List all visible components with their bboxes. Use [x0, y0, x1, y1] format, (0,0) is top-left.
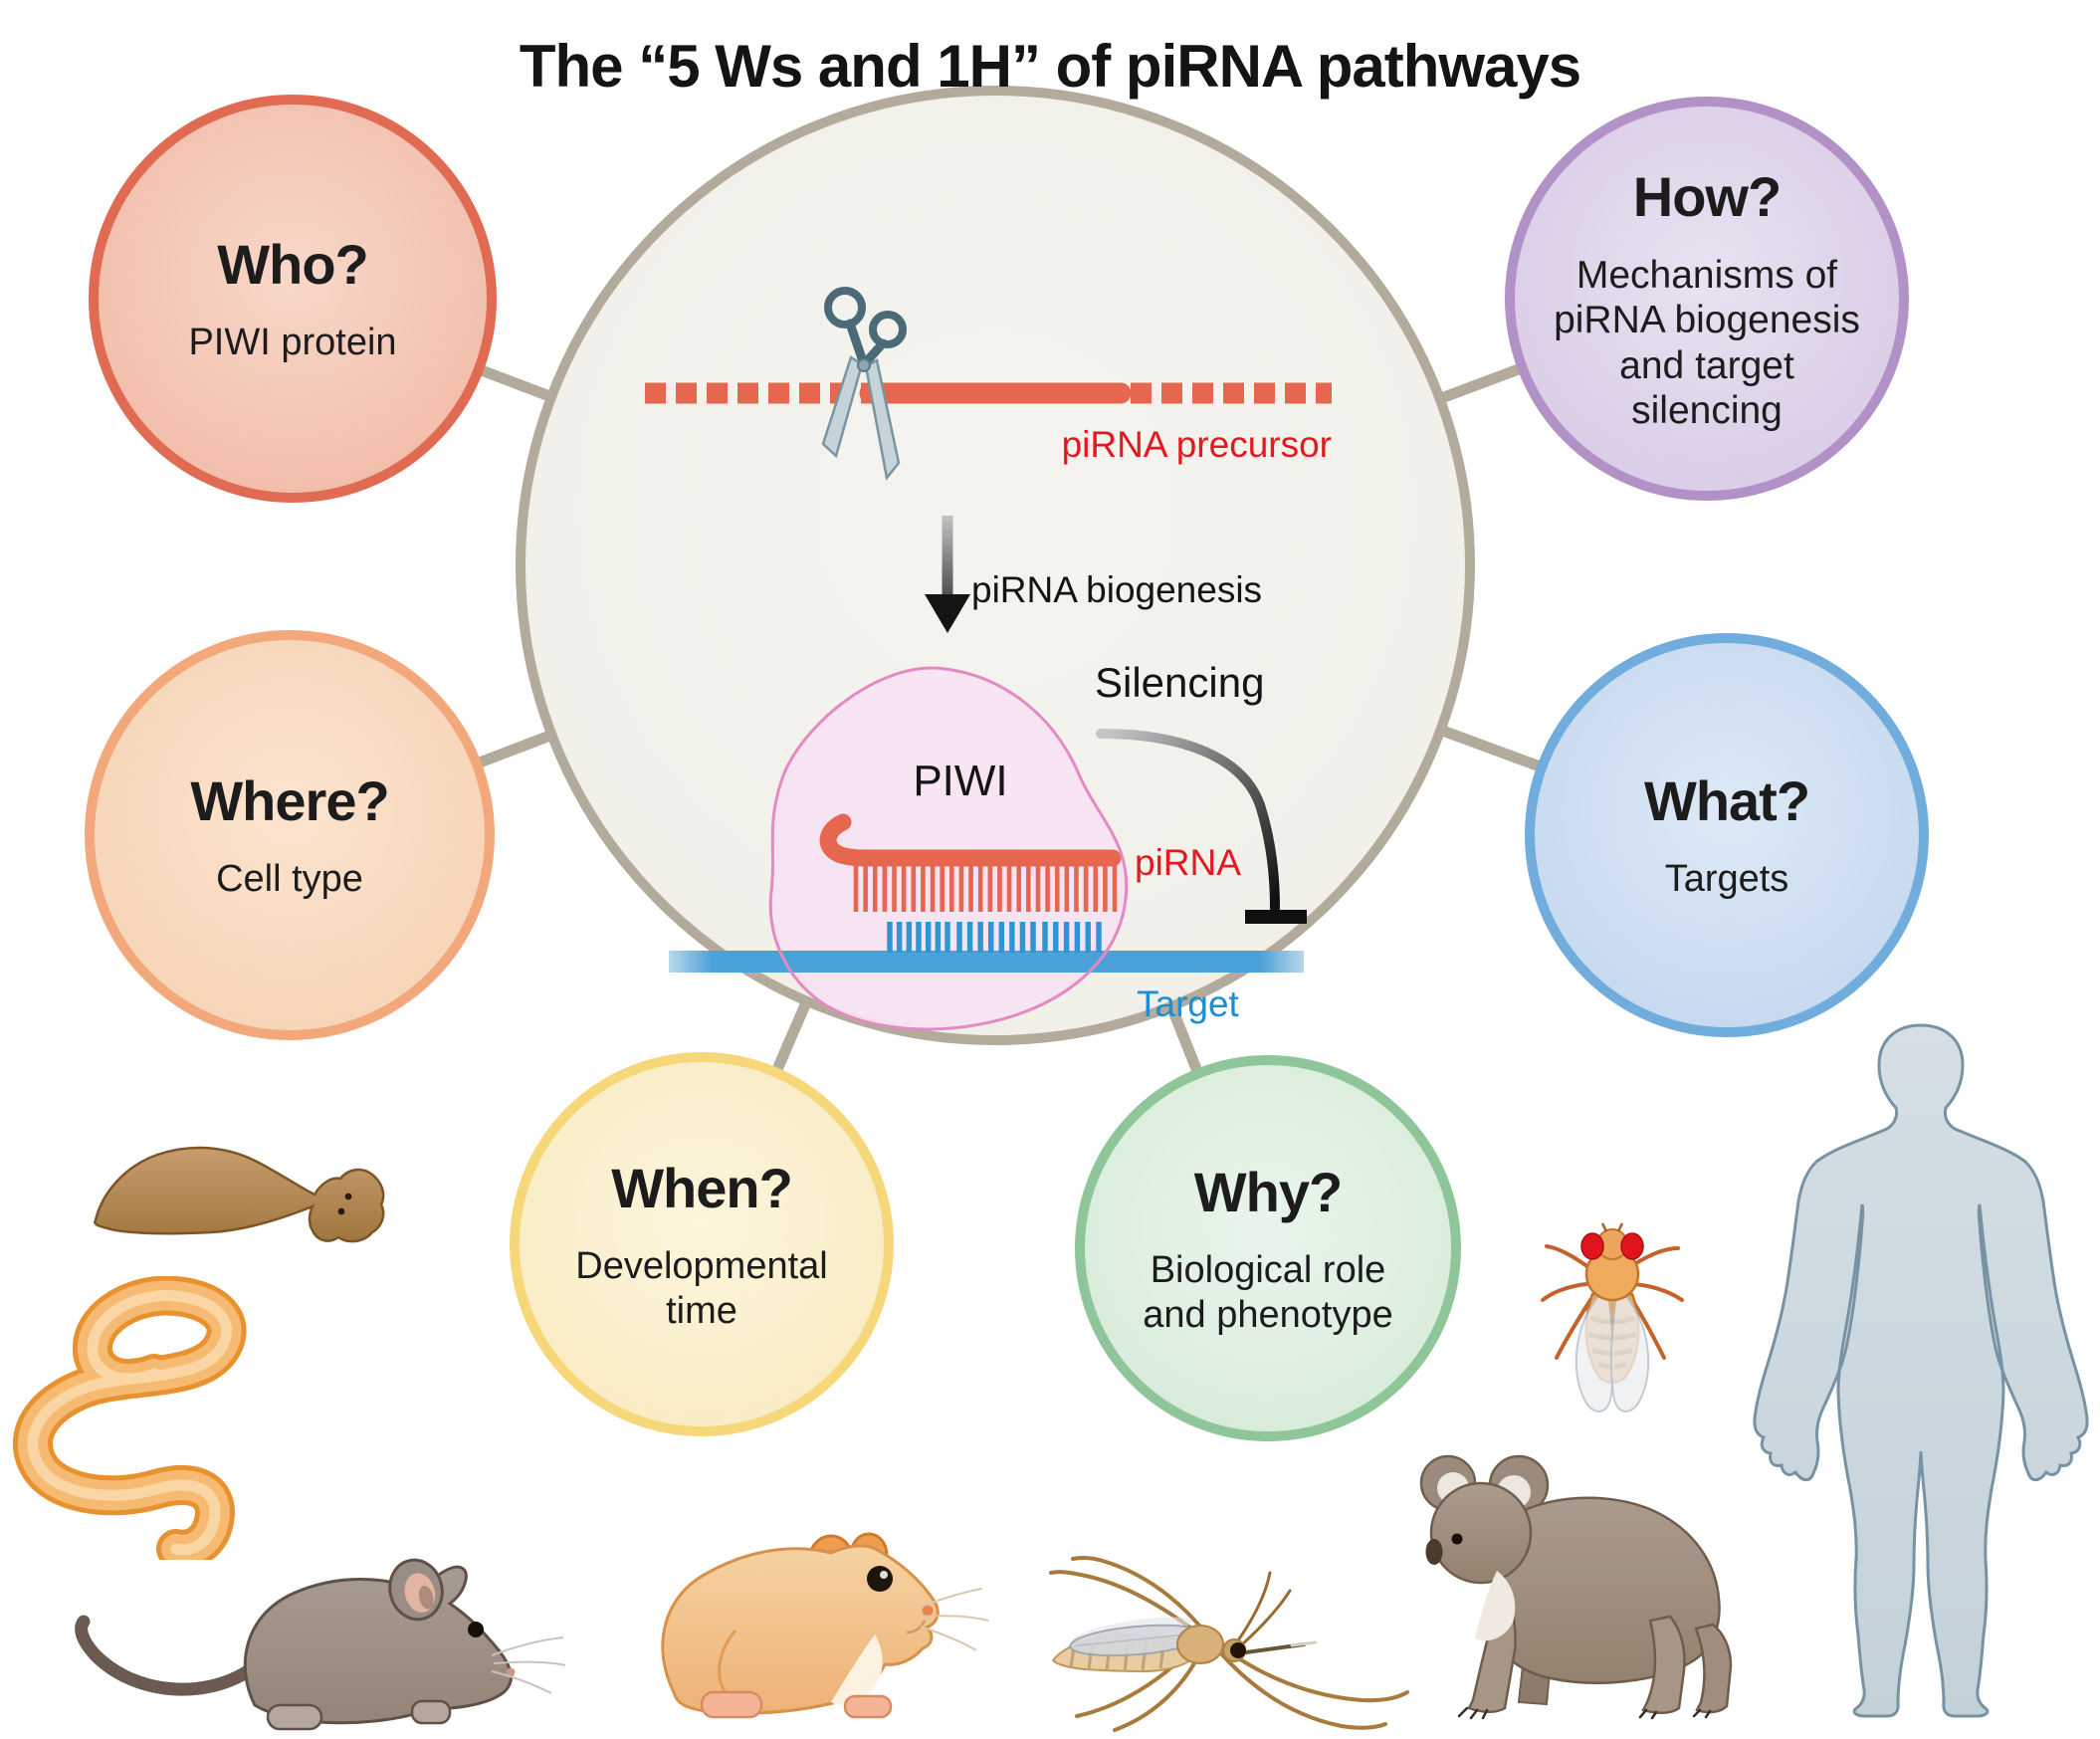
figure-title: The “5 Ws and 1H” of piRNA pathways — [519, 33, 1581, 101]
target-pairing-ticks — [887, 922, 1102, 953]
pirna-precursor-label: piRNA precursor — [1061, 424, 1332, 465]
piwi-protein-blob — [770, 668, 1127, 1029]
piwi-protein-blob-outline — [768, 666, 1129, 1031]
nematode-worm-icon — [12, 1276, 247, 1560]
pirna-guide-strand — [819, 813, 1122, 912]
biogenesis-arrow — [925, 516, 970, 633]
silencing-label: Silencing — [1095, 659, 1265, 706]
bubble-how-answer: Mechanisms of piRNA biogenesis and targe… — [1554, 254, 1860, 432]
bubble-where: Where? Cell type — [85, 630, 495, 1040]
silencing-inhibition-arrow — [1096, 729, 1307, 924]
piwi-label: PIWI — [913, 757, 1008, 805]
bubble-why: Why? Biological role and phenotype — [1075, 1055, 1461, 1441]
bubble-when-question: When? — [611, 1157, 793, 1220]
bubble-why-answer: Biological role and phenotype — [1143, 1249, 1393, 1336]
bubble-how-question: How? — [1632, 165, 1782, 229]
bubble-what-question: What? — [1643, 769, 1810, 833]
bubble-when: When? Developmental time — [510, 1052, 894, 1436]
bubble-where-question: Where? — [190, 769, 389, 833]
koala-icon — [1419, 1454, 1733, 1720]
mouse-icon — [75, 1558, 566, 1731]
bubble-what-answer: Targets — [1664, 858, 1789, 901]
bubble-when-answer: Developmental time — [575, 1245, 828, 1332]
fruit-fly-icon — [1541, 1222, 1684, 1413]
bubble-who-question: Who? — [217, 233, 368, 297]
scissors-icon — [821, 287, 907, 481]
pirna-label: piRNA — [1135, 842, 1241, 883]
bubble-how: How? Mechanisms of piRNA biogenesis and … — [1505, 97, 1909, 501]
bubble-who: Who? PIWI protein — [89, 95, 497, 503]
bubble-who-answer: PIWI protein — [188, 322, 397, 364]
pirna-biogenesis-label: piRNA biogenesis — [971, 569, 1263, 610]
human-silhouette-icon — [1753, 1023, 2089, 1718]
mosquito-icon — [1049, 1555, 1409, 1732]
bubble-why-question: Why? — [1193, 1161, 1343, 1224]
hamster-icon — [661, 1532, 989, 1719]
target-label: Target — [1137, 983, 1239, 1024]
bubble-what: What? Targets — [1525, 633, 1929, 1037]
planarian-flatworm-icon — [94, 1146, 385, 1243]
bubble-where-answer: Cell type — [216, 858, 363, 901]
